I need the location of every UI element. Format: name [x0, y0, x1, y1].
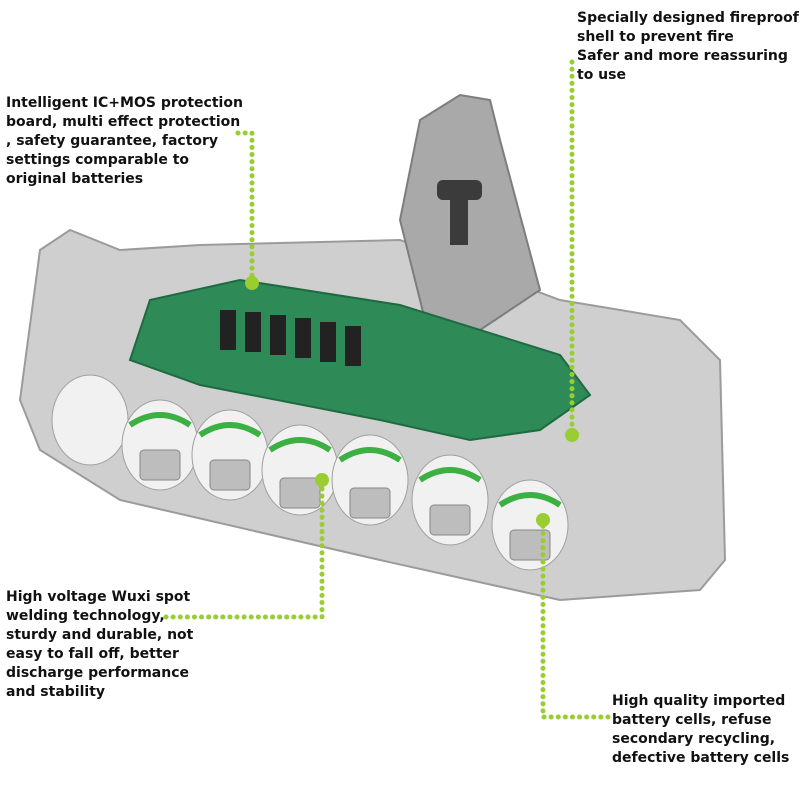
callout-protection-board: Intelligent IC+MOS protection board, mul… [6, 94, 243, 189]
callout-line: Intelligent IC+MOS protection [6, 95, 243, 111]
callout-line: easy to fall off, better [6, 646, 179, 662]
leader-dots [245, 276, 579, 527]
callout-line: welding technology, [6, 608, 165, 624]
callout-line: High quality imported [612, 693, 786, 709]
callout-line: original batteries [6, 171, 144, 187]
callout-line: battery cells, refuse [612, 712, 772, 728]
leader-line-welding [163, 477, 325, 620]
callout-line: Specially designed fireproof [577, 10, 799, 26]
callout-line: discharge performance [6, 665, 189, 681]
mos-components [220, 310, 361, 366]
callout-battery-cells: High quality imported battery cells, ref… [612, 692, 789, 768]
callout-fireproof-shell: Specially designed fireproof shell to pr… [577, 9, 799, 85]
callout-line: shell to prevent fire [577, 29, 734, 45]
clip-button [437, 180, 482, 200]
leader-line-protection [235, 130, 255, 286]
nickel-strips [139, 449, 551, 561]
callout-line: , safety guarantee, factory [6, 133, 219, 149]
callout-line: defective battery cells [612, 750, 790, 766]
callout-line: and stability [6, 684, 106, 700]
callout-line: sturdy and durable, not [6, 627, 194, 643]
callout-line: Safer and more reassuring [577, 48, 788, 64]
battery-clip [398, 93, 542, 342]
callout-line: to use [577, 67, 626, 83]
callout-line: settings comparable to [6, 152, 190, 168]
callout-line: board, multi effect protection [6, 114, 241, 130]
callout-spot-welding: High voltage Wuxi spot welding technolog… [6, 588, 193, 702]
callout-line: High voltage Wuxi spot [6, 589, 191, 605]
leader-lines [163, 59, 611, 720]
leader-line-cells [540, 517, 611, 720]
callout-line: secondary recycling, [612, 731, 776, 747]
